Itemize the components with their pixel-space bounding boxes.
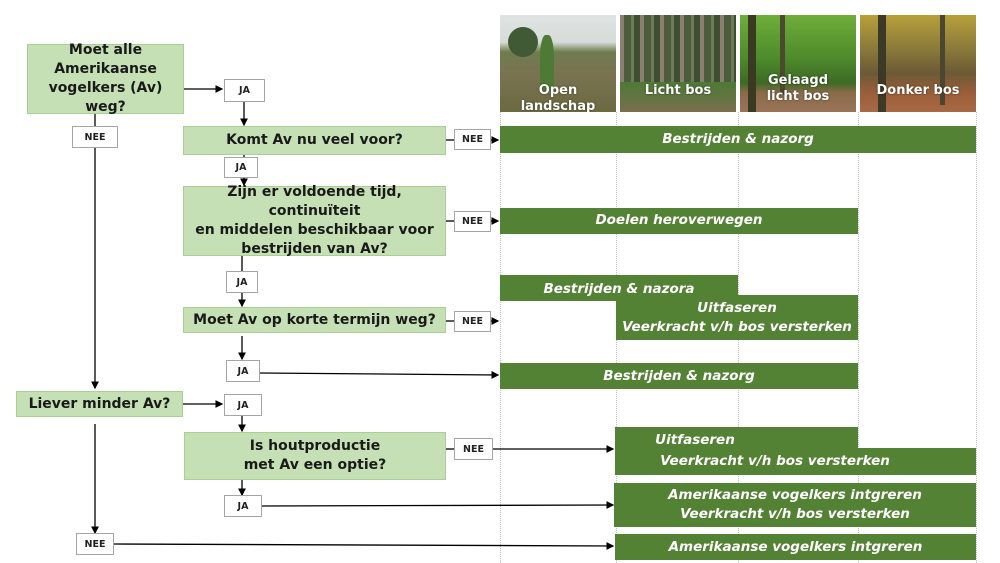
tree-trunk [780, 15, 785, 95]
answer-ja: JA [224, 79, 265, 102]
answer-nee: NEE [76, 533, 114, 555]
forest-floor [620, 82, 736, 112]
outcome-label: Veerkracht v/h bos versterken [680, 506, 910, 522]
answer-nee: NEE [454, 438, 493, 460]
outcome-label: Amerikaanse vogelkers intgreren [668, 487, 922, 503]
outcome-label: Bestrijden & nazora [543, 281, 695, 297]
arrow-ja-o6 [261, 501, 615, 509]
outcome-bar-uitfaseren [616, 295, 858, 340]
column-divider [976, 112, 977, 563]
outcome-bar-doelen-heroverwegen [500, 208, 858, 234]
young-tree [540, 35, 554, 90]
tree-trunk [748, 15, 756, 112]
outcome-label: Bestrijden & nazorg [603, 368, 755, 384]
answer-ja: JA [224, 495, 262, 517]
arrow-ja-o4 [259, 371, 500, 379]
outcome-bar-integreren-veerkracht [614, 483, 976, 527]
column-label: Gelaagd licht bos [766, 73, 830, 104]
column-divider [858, 112, 859, 563]
question-resources-available: Zijn er voldoende tijd, continuïteit en … [183, 184, 446, 257]
answer-nee: NEE [454, 129, 491, 150]
tree-trunk [940, 15, 945, 105]
question-av-common-now: Komt Av nu veel voor? [183, 126, 446, 155]
outcome-label: Uitfaseren [697, 300, 777, 316]
answer-nee: NEE [454, 211, 491, 232]
outcome-label: Veerkracht v/h bos versterken [660, 453, 890, 469]
question-all-av-removed: Moet alle Amerikaanse vogelkers (Av) weg… [27, 42, 184, 115]
outcome-bar-bestrijden-nazorg [500, 126, 976, 153]
column-divider [500, 112, 501, 563]
answer-ja: JA [224, 157, 258, 178]
answer-ja: JA [224, 394, 262, 416]
arrow-nee-o7 [113, 542, 615, 550]
column-label: Open landschap [520, 83, 596, 112]
column-photo-donker-bos: Donker bos [860, 15, 976, 112]
outcome-bar-uitfaseren-2b [615, 448, 976, 475]
column-photo-open-landschap: Open landschap [500, 15, 616, 112]
outcome-bar-integreren [615, 534, 976, 560]
outcome-label: Uitfaseren [655, 432, 735, 448]
question-timber-production-option: Is houtproductie met Av een optie? [184, 432, 446, 480]
question-rather-less-av: Liever minder Av? [16, 391, 183, 417]
column-photo-licht-bos: Licht bos [620, 15, 736, 112]
tree-silhouette [508, 27, 538, 57]
answer-ja: JA [226, 271, 258, 293]
column-label: Donker bos [876, 83, 960, 98]
answer-nee: NEE [454, 311, 491, 332]
outcome-bar-bestrijden-nazorg-2 [500, 363, 858, 389]
outcome-label: Amerikaanse vogelkers intgreren [668, 539, 923, 555]
question-av-short-term: Moet Av op korte termijn weg? [183, 307, 446, 333]
outcome-label: Veerkracht v/h bos versterken [622, 319, 852, 335]
column-label: Licht bos [644, 83, 712, 98]
column-photo-gelaagd-licht-bos: Gelaagd licht bos [740, 15, 856, 112]
outcome-label: Bestrijden & nazorg [662, 131, 814, 147]
outcome-label: Doelen heroverwegen [595, 212, 763, 228]
answer-ja: JA [226, 360, 260, 382]
tree-trunk [878, 15, 886, 112]
answer-nee: NEE [72, 126, 118, 148]
